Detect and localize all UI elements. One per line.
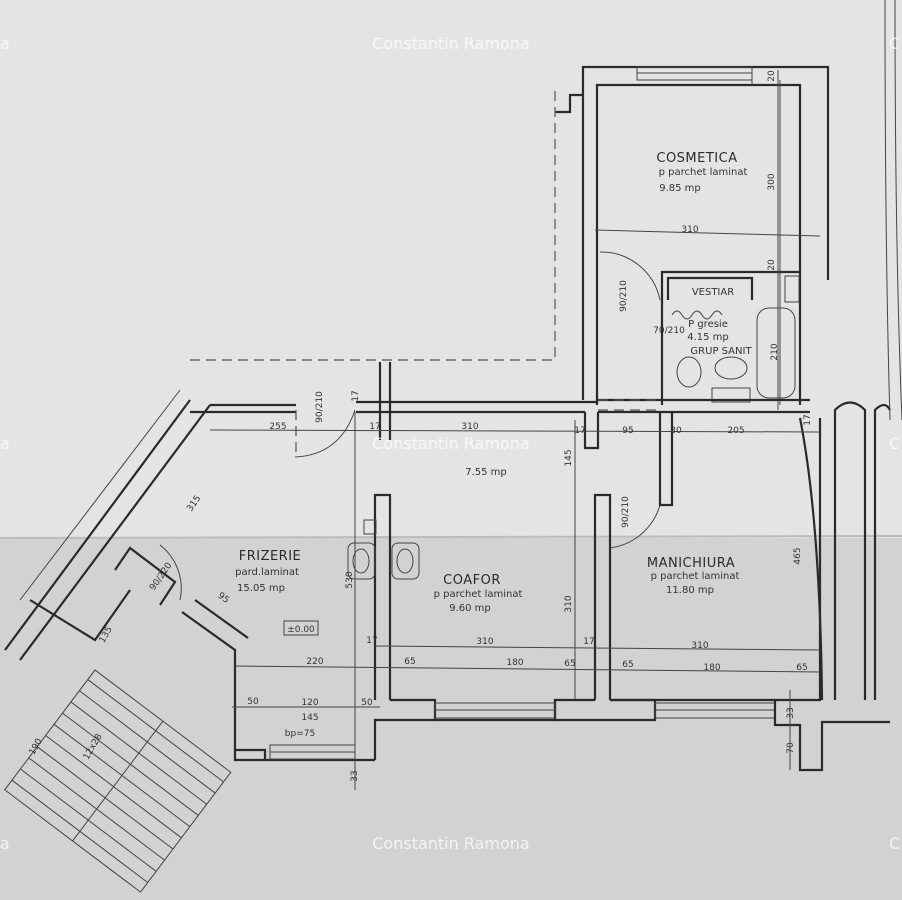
dim: 65 xyxy=(404,657,415,667)
dim: 310 xyxy=(681,225,698,235)
dim: 300 xyxy=(767,173,777,190)
dim: 310 xyxy=(461,422,478,432)
watermark-edge-left: a xyxy=(0,434,10,453)
dim: 70/210 xyxy=(653,326,685,336)
watermark-edge-left: a xyxy=(0,34,10,53)
dim: 310 xyxy=(564,595,574,612)
room-floor-cosmetica: p parchet laminat xyxy=(659,167,748,178)
watermark-edge-right: C xyxy=(889,34,900,53)
room-area-hall: 7.55 mp xyxy=(465,467,507,478)
room-area-frizerie: 15.05 mp xyxy=(237,583,285,594)
watermarks: Constantin Ramona Constantin Ramona Cons… xyxy=(0,34,900,853)
dim: 65 xyxy=(796,663,807,673)
dim: 145 xyxy=(564,449,574,466)
dim: 90/210 xyxy=(621,496,631,528)
dim: 70 xyxy=(786,742,796,754)
dim: bp=75 xyxy=(285,729,315,739)
dim: 17 xyxy=(803,414,813,425)
dim: 65 xyxy=(564,659,575,669)
room-floor-vestiar: P gresie xyxy=(688,319,728,330)
dim: 90/210 xyxy=(315,391,325,423)
dim: 17 xyxy=(351,390,361,401)
watermark-edge-right: C xyxy=(889,434,900,453)
dim: 205 xyxy=(727,426,744,436)
walls xyxy=(4,0,902,893)
watermark-bottom: Constantin Ramona xyxy=(372,834,530,853)
watermark-middle: Constantin Ramona xyxy=(372,434,530,453)
dim: 50 xyxy=(247,697,259,707)
room-floor-coafor: p parchet laminat xyxy=(434,589,523,600)
dim: 17 xyxy=(574,426,585,436)
dim: 65 xyxy=(622,660,633,670)
dim: 20 xyxy=(767,70,777,82)
dim: 50 xyxy=(361,698,373,708)
room-area-cosmetica: 9.85 mp xyxy=(659,183,701,194)
dim: 310 xyxy=(476,637,493,647)
dim: 180 xyxy=(703,663,720,673)
dim: 17 xyxy=(366,636,377,646)
paper-upper xyxy=(0,0,902,540)
room-area-manichiura: 11.80 mp xyxy=(666,585,714,596)
dim: 145 xyxy=(301,713,318,723)
dim: 90/210 xyxy=(619,280,629,312)
watermark-edge-left: a xyxy=(0,834,10,853)
room-name-vestiar: VESTIAR xyxy=(692,287,734,298)
dim: 120 xyxy=(301,698,318,708)
watermark-top: Constantin Ramona xyxy=(372,34,530,53)
room-labels: COSMETICA p parchet laminat 9.85 mp VEST… xyxy=(235,151,752,636)
room-area-vestiar: 4.15 mp xyxy=(687,332,729,343)
dim: 33 xyxy=(786,707,796,718)
room-name-manichiura: MANICHIURA xyxy=(647,556,735,571)
room-area-coafor: 9.60 mp xyxy=(449,603,491,614)
dim: 20 xyxy=(767,259,777,271)
room-name-coafor: COAFOR xyxy=(443,573,501,588)
dim: 210 xyxy=(770,343,780,360)
room-name-grup-sanit: GRUP SANIT xyxy=(690,346,752,357)
dim: 255 xyxy=(269,422,286,432)
stairs xyxy=(4,669,232,893)
dim: 33 xyxy=(350,770,360,781)
dim: 30 xyxy=(670,426,682,436)
dim: 17 xyxy=(583,637,594,647)
room-name-cosmetica: COSMETICA xyxy=(656,151,737,166)
room-floor-frizerie: pard.laminat xyxy=(235,567,299,578)
dim: 220 xyxy=(306,657,323,667)
watermark-edge-right: C xyxy=(889,834,900,853)
dim: 95 xyxy=(622,426,633,436)
dim: 530 xyxy=(345,571,355,588)
paper-fold xyxy=(0,535,902,539)
dim: 465 xyxy=(793,547,803,564)
room-floor-manichiura: p parchet laminat xyxy=(651,571,740,582)
level-mark: ±0.00 xyxy=(287,625,315,635)
dim: 17 xyxy=(369,422,380,432)
room-name-frizerie: FRIZERIE xyxy=(239,549,302,564)
dim: 180 xyxy=(506,658,523,668)
dim: 310 xyxy=(691,641,708,651)
